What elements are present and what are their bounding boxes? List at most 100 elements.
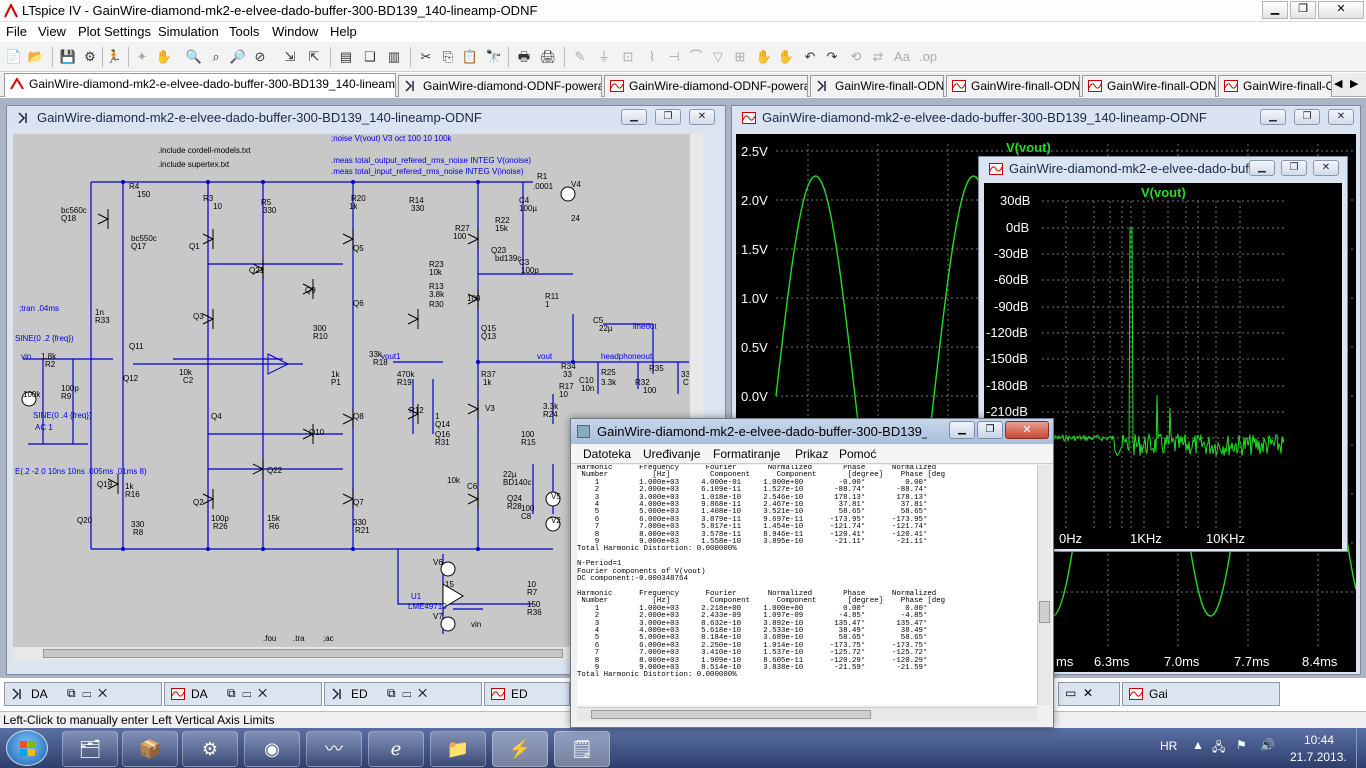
schematic-label[interactable]: V4 bbox=[571, 180, 581, 189]
clock-date[interactable]: 21.7.2013. bbox=[1290, 750, 1347, 764]
schematic-scroll-thumb[interactable] bbox=[43, 649, 563, 658]
paste-icon[interactable]: 📋 bbox=[461, 49, 479, 64]
schematic-label[interactable]: Q24 bbox=[507, 494, 523, 503]
schematic-label[interactable]: .include supertex.txt bbox=[158, 160, 230, 169]
schematic-label[interactable]: 100k bbox=[23, 390, 41, 399]
schematic-label[interactable]: Q1 bbox=[189, 242, 200, 251]
component-icon[interactable]: ⊞ bbox=[734, 49, 746, 64]
oscilloscope-taskbar-icon[interactable]: 〰 bbox=[306, 731, 362, 767]
schematic-label[interactable]: ;noise V(vout) V3 oct 100 10 100k bbox=[331, 134, 452, 143]
schematic-label[interactable]: 330 bbox=[131, 520, 145, 529]
zoom-cancel-icon[interactable]: ⊘ bbox=[254, 49, 266, 64]
plot-maximize-button[interactable]: ❐ bbox=[1294, 109, 1320, 125]
undo-icon[interactable]: ↶ bbox=[804, 49, 816, 64]
save-icon[interactable]: 💾 bbox=[59, 49, 77, 64]
schematic-label[interactable]: Q13 bbox=[481, 332, 497, 341]
schematic-label[interactable]: C4 bbox=[519, 196, 530, 205]
schematic-label[interactable]: C1 bbox=[683, 378, 693, 387]
schematic-label[interactable]: R13 bbox=[429, 282, 444, 291]
menu-tools[interactable]: Tools bbox=[229, 24, 260, 39]
maximize-button[interactable]: ❐ bbox=[1290, 1, 1316, 19]
schematic-label[interactable]: Q14 bbox=[435, 420, 451, 429]
menu-prikaz[interactable]: Prikaz bbox=[795, 447, 829, 461]
schematic-label[interactable]: 100 bbox=[453, 232, 467, 241]
tab-finall-plot-2[interactable]: GainWire-finall-ODNF bbox=[1082, 75, 1216, 97]
cut-icon[interactable]: ✂ bbox=[420, 49, 432, 64]
schematic-label[interactable]: R1 bbox=[537, 172, 548, 181]
run-icon[interactable]: 🏃 bbox=[105, 49, 123, 64]
schematic-label[interactable]: 100p bbox=[61, 384, 79, 393]
minimized-window-ed-2[interactable]: ED bbox=[484, 682, 570, 706]
minimized-window-ed-1[interactable]: ED⧉ ▭ ✕ bbox=[324, 682, 482, 706]
schematic-label[interactable]: 15k bbox=[495, 224, 508, 233]
schematic-label[interactable]: Q17 bbox=[131, 242, 147, 251]
fft-close-button[interactable]: ✕ bbox=[1313, 160, 1339, 176]
schematic-label[interactable]: Q23 bbox=[491, 246, 507, 255]
show-desktop-button[interactable] bbox=[1356, 728, 1366, 768]
tile-horizontal-icon[interactable]: ▤ bbox=[339, 49, 353, 64]
schematic-label[interactable]: R25 bbox=[601, 368, 616, 377]
autorange-icon[interactable]: ⇲ bbox=[284, 49, 296, 64]
schematic-label[interactable]: R14 bbox=[409, 196, 424, 205]
schematic-label[interactable]: R19 bbox=[397, 378, 412, 387]
schematic-label[interactable]: 100 bbox=[521, 430, 535, 439]
fourier-text-area[interactable]: Harmonic Frequency Fourier Normalized Ph… bbox=[577, 465, 1037, 705]
fourier-minimize-button[interactable]: ▁ bbox=[949, 421, 975, 439]
schematic-label[interactable]: R31 bbox=[435, 438, 450, 447]
schematic-maximize-button[interactable]: ❐ bbox=[655, 109, 681, 125]
fft-maximize-button[interactable]: ❐ bbox=[1281, 160, 1307, 176]
pan-icon[interactable]: ✋ bbox=[155, 49, 173, 64]
diode-icon[interactable]: ▽ bbox=[713, 49, 723, 64]
label-net-icon[interactable]: ⊡ bbox=[622, 49, 634, 64]
schematic-label[interactable]: R2 bbox=[45, 360, 56, 369]
schematic-label[interactable]: 3.8k bbox=[429, 290, 445, 299]
fourier-horizontal-scrollbar[interactable] bbox=[577, 707, 1037, 721]
halt-icon[interactable]: ✦ bbox=[136, 49, 148, 64]
schematic-label[interactable]: R36 bbox=[527, 608, 542, 617]
schematic-label[interactable]: .0001 bbox=[533, 182, 554, 191]
schematic-label[interactable]: 10 bbox=[213, 202, 222, 211]
schematic-label[interactable]: 330 bbox=[353, 518, 367, 527]
schematic-label[interactable]: R12 bbox=[409, 406, 424, 415]
plot-minimize-button[interactable]: ▁ bbox=[1260, 109, 1286, 125]
schematic-label[interactable]: .fou bbox=[263, 634, 277, 643]
schematic-label[interactable]: 330 bbox=[411, 204, 425, 213]
schematic-label[interactable]: Q18 bbox=[61, 214, 77, 223]
control-panel-icon[interactable]: ⚙ bbox=[84, 49, 96, 64]
menu-pomoc[interactable]: Pomoć bbox=[839, 447, 877, 461]
schematic-label[interactable]: Q20 bbox=[77, 516, 93, 525]
tab-finall-plot-3[interactable]: GainWire-finall-ODI bbox=[1218, 75, 1332, 97]
explorer-taskbar-icon[interactable]: 🗂 bbox=[62, 731, 118, 767]
schematic-label[interactable]: bc550c bbox=[131, 234, 157, 243]
schematic-label[interactable]: vout1 bbox=[381, 352, 401, 361]
schematic-label[interactable]: vout bbox=[537, 352, 553, 361]
schematic-label[interactable]: Q22 bbox=[267, 466, 283, 475]
schematic-label[interactable]: R16 bbox=[125, 490, 140, 499]
action-center-icon[interactable]: ⚑ bbox=[1236, 738, 1247, 752]
menu-uredivanje[interactable]: Uređivanje bbox=[643, 447, 701, 461]
schematic-label[interactable]: R15 bbox=[521, 438, 536, 447]
minimized-window-da-2[interactable]: DA⧉ ▭ ✕ bbox=[164, 682, 322, 706]
minimized-window-da-1[interactable]: DA⧉ ▭ ✕ bbox=[4, 682, 162, 706]
menu-plot-settings[interactable]: Plot Settings bbox=[78, 24, 151, 39]
minimized-controls[interactable]: ⧉ ▭ ✕ bbox=[227, 686, 268, 700]
schematic-label[interactable]: C10 bbox=[579, 376, 594, 385]
redo-icon[interactable]: ↷ bbox=[826, 49, 838, 64]
rotate-icon[interactable]: ⟲ bbox=[850, 49, 862, 64]
schematic-label[interactable]: R22 bbox=[495, 216, 510, 225]
schematic-label[interactable]: 1k bbox=[349, 202, 358, 211]
tab-finall-schematic[interactable]: GainWire-finall-ODNF bbox=[810, 75, 944, 97]
menu-window[interactable]: Window bbox=[272, 24, 319, 39]
fourier-hscroll-thumb[interactable] bbox=[591, 710, 871, 719]
schematic-label[interactable]: Q2 bbox=[193, 498, 204, 507]
schematic-label[interactable]: 22µ bbox=[599, 324, 613, 333]
schematic-label[interactable]: R10 bbox=[313, 332, 328, 341]
schematic-label[interactable]: C3 bbox=[519, 258, 530, 267]
schematic-label[interactable]: 330 bbox=[263, 206, 277, 215]
schematic-label[interactable]: R34 bbox=[561, 362, 576, 371]
schematic-label[interactable]: R28 bbox=[507, 502, 522, 511]
tab-poweramp-plot[interactable]: GainWire-diamond-ODNF-poweramp bbox=[604, 75, 808, 97]
schematic-label[interactable]: R3 bbox=[203, 194, 214, 203]
schematic-label[interactable]: 15k bbox=[267, 514, 280, 523]
copy-icon[interactable]: ⎘ bbox=[442, 49, 454, 64]
